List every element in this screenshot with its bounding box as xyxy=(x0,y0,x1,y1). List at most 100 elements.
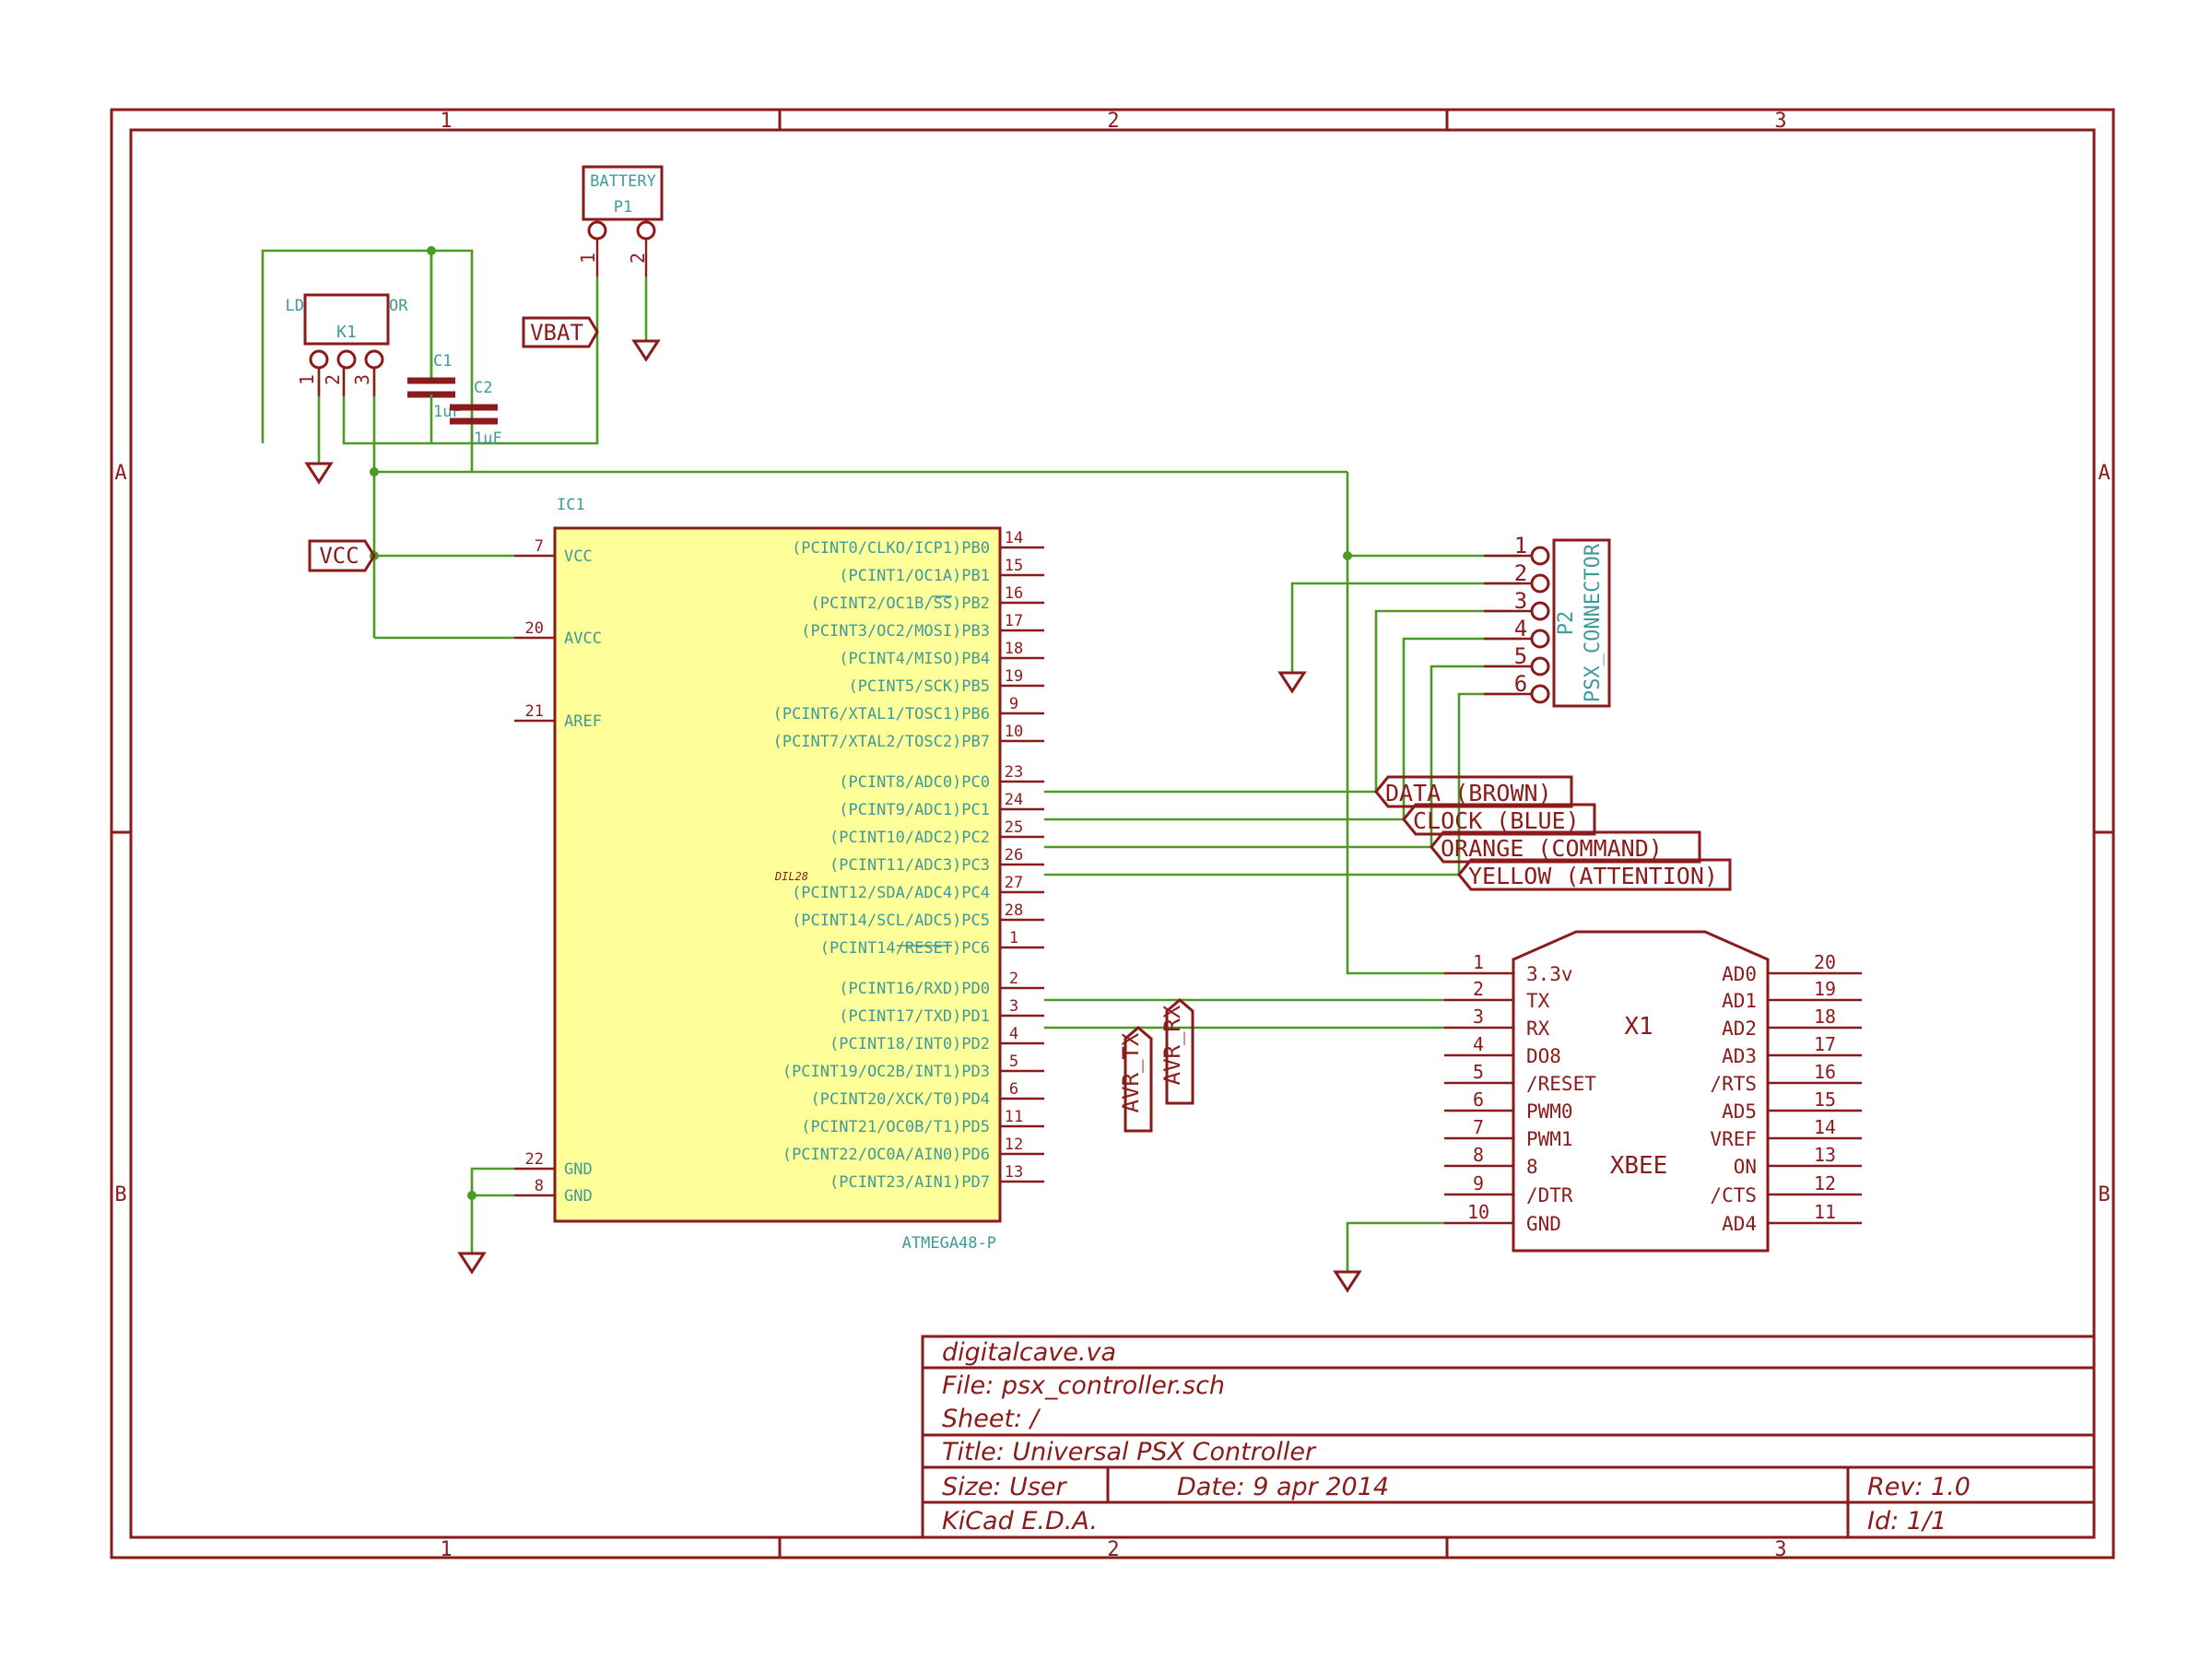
ic1-pin-name: VCC xyxy=(564,547,593,566)
frame-row-a-left: A xyxy=(114,462,126,485)
avr-tx-label: AVR_TX xyxy=(1118,1032,1144,1112)
capacitor-c1[interactable]: C1 1uF xyxy=(407,251,462,443)
gnd-icon xyxy=(457,1252,487,1275)
ic1-pin-name: (PCINT14/RESET)PC6 xyxy=(820,939,990,958)
tb-id: Id: 1/1 xyxy=(1867,1507,1947,1535)
ic1-pin: 28 (PCINT14/SCL/ADC5)PC5 xyxy=(792,901,1044,930)
avr-labels: AVR_TX AVR_RX xyxy=(1118,998,1194,1133)
ic1-pin: 11(PCINT21/OC0B/T1)PD5 xyxy=(801,1108,1044,1136)
ic1-pin-number: 13 xyxy=(1005,1163,1023,1182)
p2-pin: 1 xyxy=(1484,533,1550,566)
ic1-pin: 12(PCINT22/OC0A/AIN0)PD6 xyxy=(782,1135,1044,1164)
frame-col-1-top: 1 xyxy=(440,110,452,133)
xbee-pin-name: AD1 xyxy=(1722,990,1757,1012)
xbee-pin-name: AD4 xyxy=(1722,1213,1757,1235)
ic1-pin-number: 28 xyxy=(1005,901,1023,920)
p2-pin-number: 5 xyxy=(1514,643,1527,669)
xbee-pin-name: TX xyxy=(1526,990,1550,1012)
ic1-pin-name: AREF xyxy=(564,712,602,731)
xbee-pin-name: AD2 xyxy=(1722,1018,1757,1040)
ic1-pin-number: 24 xyxy=(1005,791,1023,809)
ic1-atmega[interactable]: IC1 ATMEGA48-P DIL28 7VCC20AVCC21AREF22G… xyxy=(514,496,1044,1253)
frame-col-3-top: 3 xyxy=(1774,110,1786,133)
ic1-pin-number: 25 xyxy=(1005,818,1023,837)
xbee-pin-name: 8 xyxy=(1526,1156,1538,1178)
net-label-attention: YELLOW (ATTENTION) xyxy=(1468,863,1718,889)
battery-pin1: 1 xyxy=(577,253,599,264)
ic1-pin-name: (PCINT22/OC0A/AIN0)PD6 xyxy=(782,1146,990,1164)
tb-sheet: Sheet: / xyxy=(942,1405,1041,1433)
ic1-pin-number: 4 xyxy=(1009,1025,1018,1043)
capacitor-c2[interactable]: C2 1uF xyxy=(450,379,502,448)
vbat-label: VBAT xyxy=(522,316,599,348)
xbee-ref: X1 xyxy=(1624,1013,1653,1041)
ic1-pin-number: 5 xyxy=(1009,1053,1018,1071)
ic1-right-pins: 14(PCINT0/CLKO/ICP1)PB015(PCINT1/OC1A)PB… xyxy=(773,529,1044,1192)
ic1-pin-name: (PCINT18/INT0)PD2 xyxy=(830,1035,990,1053)
ic1-pin: 27(PCINT12/SDA/ADC4)PC4 xyxy=(792,874,1044,902)
ic1-pin-name: (PCINT3/OC2/MOSI)PB3 xyxy=(801,622,990,641)
regulator-pin2: 2 xyxy=(322,374,344,385)
gnd-icon xyxy=(1333,1270,1362,1293)
ic1-pin-name: (PCINT1/OC1A)PB1 xyxy=(839,567,990,585)
vcc-label: VCC xyxy=(308,539,376,572)
battery-p1[interactable]: BATTERY P1 1 2 xyxy=(577,165,664,276)
ic1-pin: 1 (PCINT14/RESET)PC6 xyxy=(820,929,1044,958)
ic1-pin-number: 16 xyxy=(1005,584,1023,603)
ic1-pin-name: GND xyxy=(564,1187,593,1206)
xbee-pin-name: /CTS xyxy=(1710,1184,1757,1206)
wires xyxy=(261,249,1521,1272)
xbee-pin: 12/CTS xyxy=(1710,1172,1862,1206)
p2-pin-number: 3 xyxy=(1514,588,1527,614)
ic1-pin-number: 8 xyxy=(535,1177,544,1195)
ic1-pin-name: (PCINT12/SDA/ADC4)PC4 xyxy=(792,884,990,902)
xbee-pin-name: AD3 xyxy=(1722,1045,1757,1067)
ic1-pin-name: (PCINT4/MISO)PB4 xyxy=(839,650,990,668)
c1-ref: C1 xyxy=(433,352,452,371)
ic1-pin-name: (PCINT6/XTAL1/TOSC1)PB6 xyxy=(773,705,990,724)
regulator-ref: K1 xyxy=(336,323,357,342)
ldo-regulator-k1[interactable]: LDO REGULATOR K1 1 2 3 xyxy=(285,293,408,396)
junction-dot xyxy=(1343,551,1352,560)
ic1-pin-name: (PCINT19/OC2B/INT1)PD3 xyxy=(782,1063,990,1081)
xbee-x1[interactable]: X1 XBEE 13.3v2TX3RX4DO85/RESET6PWM07PWM1… xyxy=(1444,930,1862,1253)
ic1-pin-name: (PCINT5/SCK)PB5 xyxy=(848,677,990,696)
ic1-pin-number: 1 xyxy=(1009,929,1018,947)
ic1-pin: 16 (PCINT2/OC1B/SS)PB2 xyxy=(811,584,1044,613)
xbee-pin-name: /RESET xyxy=(1526,1073,1596,1095)
xbee-pin-number: 20 xyxy=(1814,951,1836,973)
xbee-part: XBEE xyxy=(1610,1152,1668,1180)
gnd-icon xyxy=(631,339,661,362)
ic1-pin-name: (PCINT7/XTAL2/TOSC2)PB7 xyxy=(773,733,990,751)
xbee-pin: 88 xyxy=(1444,1144,1538,1178)
ic1-pin: 3(PCINT17/TXD)PD1 xyxy=(839,997,1044,1026)
ic1-pin-name: (PCINT14/SCL/ADC5)PC5 xyxy=(792,912,990,930)
tb-rev: Rev: 1.0 xyxy=(1867,1473,1971,1501)
ic1-pin-name: (PCINT10/ADC2)PC2 xyxy=(830,829,990,847)
ic1-pin-name: (PCINT9/ADC1)PC1 xyxy=(839,801,990,819)
c2-value: 1uF xyxy=(474,429,502,448)
p2-pin-number: 2 xyxy=(1514,560,1527,586)
ic1-pin-name: AVCC xyxy=(564,629,602,648)
frame-row-b-right: B xyxy=(2098,1183,2110,1206)
xbee-pin-number: 4 xyxy=(1473,1033,1484,1055)
ic1-pin-number: 14 xyxy=(1005,529,1023,547)
xbee-pin: 16/RTS xyxy=(1710,1061,1862,1095)
p2-pin-number: 6 xyxy=(1514,671,1527,697)
xbee-pin-number: 12 xyxy=(1814,1172,1836,1194)
tb-title: Title: Universal PSX Controller xyxy=(942,1438,1317,1466)
ic1-pin-number: 23 xyxy=(1005,763,1023,782)
xbee-pin-number: 7 xyxy=(1473,1116,1484,1138)
ic1-pin-name: (PCINT2/OC1B/SS)PB2 xyxy=(811,594,990,613)
xbee-pin-number: 14 xyxy=(1814,1116,1836,1138)
ic1-pin-number: 10 xyxy=(1005,723,1023,741)
